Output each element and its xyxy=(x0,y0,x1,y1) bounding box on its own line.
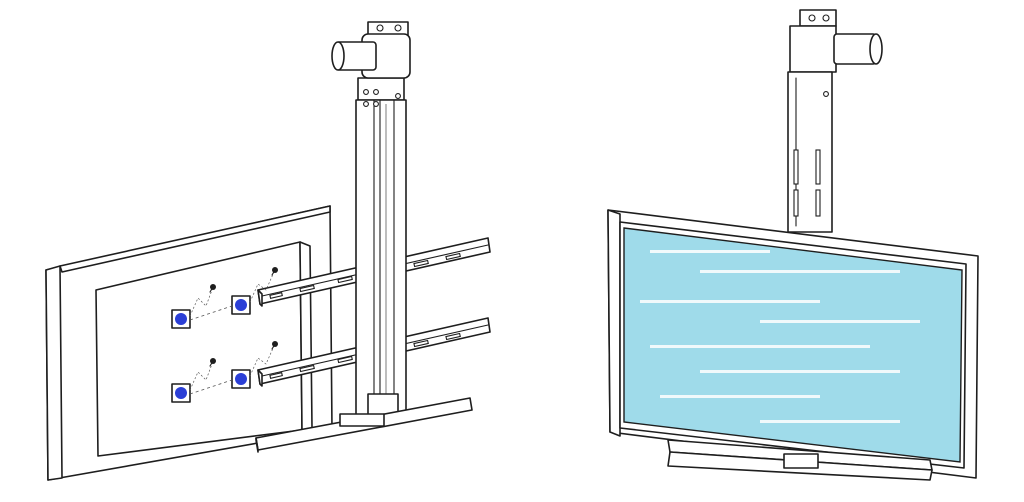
screw-icon xyxy=(209,358,216,367)
motor-icon xyxy=(331,21,411,79)
base-foot xyxy=(255,393,473,453)
display-monitor xyxy=(607,209,979,479)
lift-column xyxy=(787,71,833,233)
screw-icon xyxy=(271,267,278,276)
screw-icon xyxy=(271,341,278,350)
exploded-mount-view xyxy=(45,21,491,481)
base-foot xyxy=(667,439,933,481)
motor-icon xyxy=(789,9,883,73)
vesa-bracket-icon xyxy=(171,383,191,403)
vesa-bracket-icon xyxy=(231,369,251,389)
lift-column xyxy=(355,77,407,419)
assembled-mount-view xyxy=(607,9,979,481)
screw-icon xyxy=(209,284,216,293)
vesa-bracket-icon xyxy=(171,309,191,329)
vesa-bracket-icon xyxy=(231,295,251,315)
vesa-brackets xyxy=(171,267,278,403)
